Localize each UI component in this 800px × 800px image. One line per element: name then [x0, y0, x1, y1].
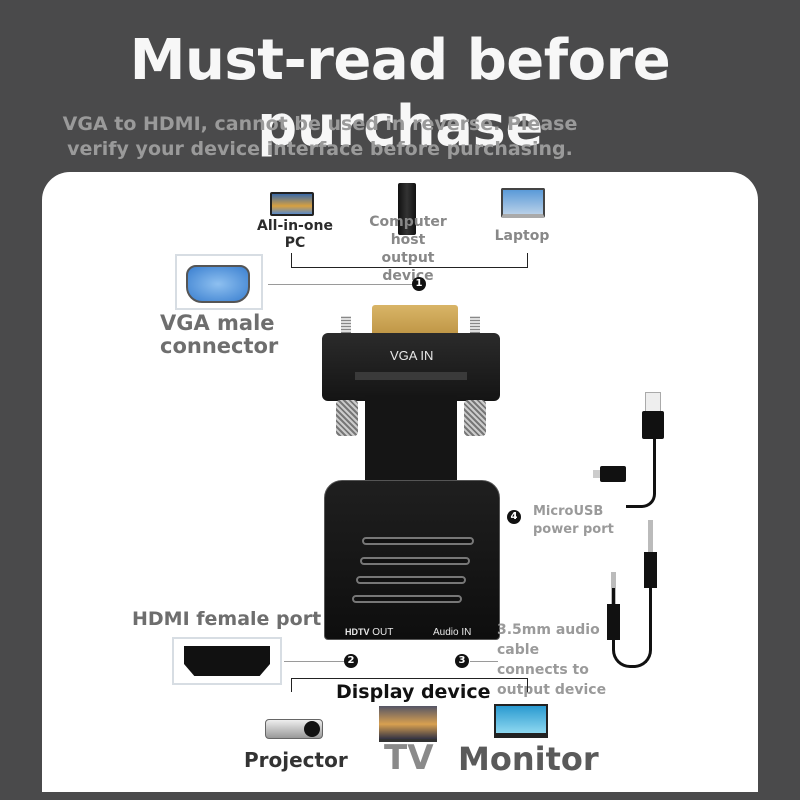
marker-2: 2 — [344, 654, 358, 668]
audio-leader-line — [470, 661, 498, 662]
marker-1: 1 — [412, 277, 426, 291]
laptop-icon — [501, 188, 545, 218]
hdmi-female-label: HDMI female port — [132, 608, 322, 630]
vent-2 — [360, 557, 470, 565]
display-bracket-top — [291, 678, 527, 679]
subtitle-line-2: verify your device interface before purc… — [67, 138, 573, 160]
source-laptop-label: Laptop — [494, 228, 550, 244]
vga-leader-line — [268, 284, 413, 285]
adapter-neck — [365, 395, 457, 495]
vga-port-icon — [186, 265, 250, 303]
projector-lens — [304, 721, 320, 737]
screw-top-right — [470, 316, 480, 338]
bottom-bar — [0, 792, 800, 800]
thumb-screw-right — [464, 400, 486, 436]
display-bracket-right — [527, 678, 528, 692]
tv-icon — [379, 706, 437, 742]
source-all-in-one-label: All-in-one PC — [257, 218, 333, 251]
source-bracket-bottom — [291, 267, 528, 268]
audio-jack-body-right — [644, 552, 657, 588]
hdtv-out-label: HDTV OUT — [345, 627, 394, 638]
vent-3 — [356, 576, 466, 584]
usb-a-plug-icon — [645, 392, 661, 412]
audio-cable — [612, 588, 652, 668]
audio-jack-tip-right — [648, 520, 653, 554]
screw-top-left — [341, 316, 351, 338]
vent-4 — [352, 595, 462, 603]
subtitle-line-1: VGA to HDMI, cannot be used in reverse. … — [62, 113, 578, 135]
marker-4: 4 — [507, 510, 521, 524]
display-device-title: Display device — [336, 681, 491, 703]
vga-in-label: VGA IN — [390, 348, 434, 363]
marker-3: 3 — [455, 654, 469, 668]
all-in-one-pc-icon — [270, 192, 314, 216]
subtitle: VGA to HDMI, cannot be used in reverse. … — [40, 112, 600, 162]
adapter-top — [322, 333, 500, 401]
display-tv-label: TV — [384, 738, 434, 778]
audio-cable-label: 3.5mm audio cable connects to output dev… — [497, 622, 607, 698]
hdmi-leader-line — [284, 661, 344, 662]
vent-1 — [362, 537, 474, 545]
source-bracket-left — [291, 253, 292, 268]
vga-male-label: VGA male connector — [160, 311, 279, 358]
computer-host-icon — [398, 183, 416, 235]
source-computer-host-label: Computer host output device — [369, 214, 447, 284]
thumb-screw-left — [336, 400, 358, 436]
display-bracket-left — [291, 678, 292, 692]
adapter-groove — [355, 372, 467, 380]
micro-usb-plug-icon — [593, 470, 601, 478]
source-bracket-right — [527, 253, 528, 268]
page-title: Must-read before purchase — [129, 28, 671, 159]
micro-usb-body — [600, 466, 626, 482]
usb-a-body — [642, 411, 664, 439]
hdmi-port-icon — [184, 646, 270, 676]
microusb-label: MicroUSB power port — [533, 504, 614, 537]
display-monitor-label: Monitor — [458, 740, 599, 778]
usb-cable — [626, 438, 656, 508]
monitor-icon — [494, 704, 548, 738]
display-projector-label: Projector — [244, 748, 348, 772]
audio-in-label: Audio IN — [433, 627, 472, 638]
